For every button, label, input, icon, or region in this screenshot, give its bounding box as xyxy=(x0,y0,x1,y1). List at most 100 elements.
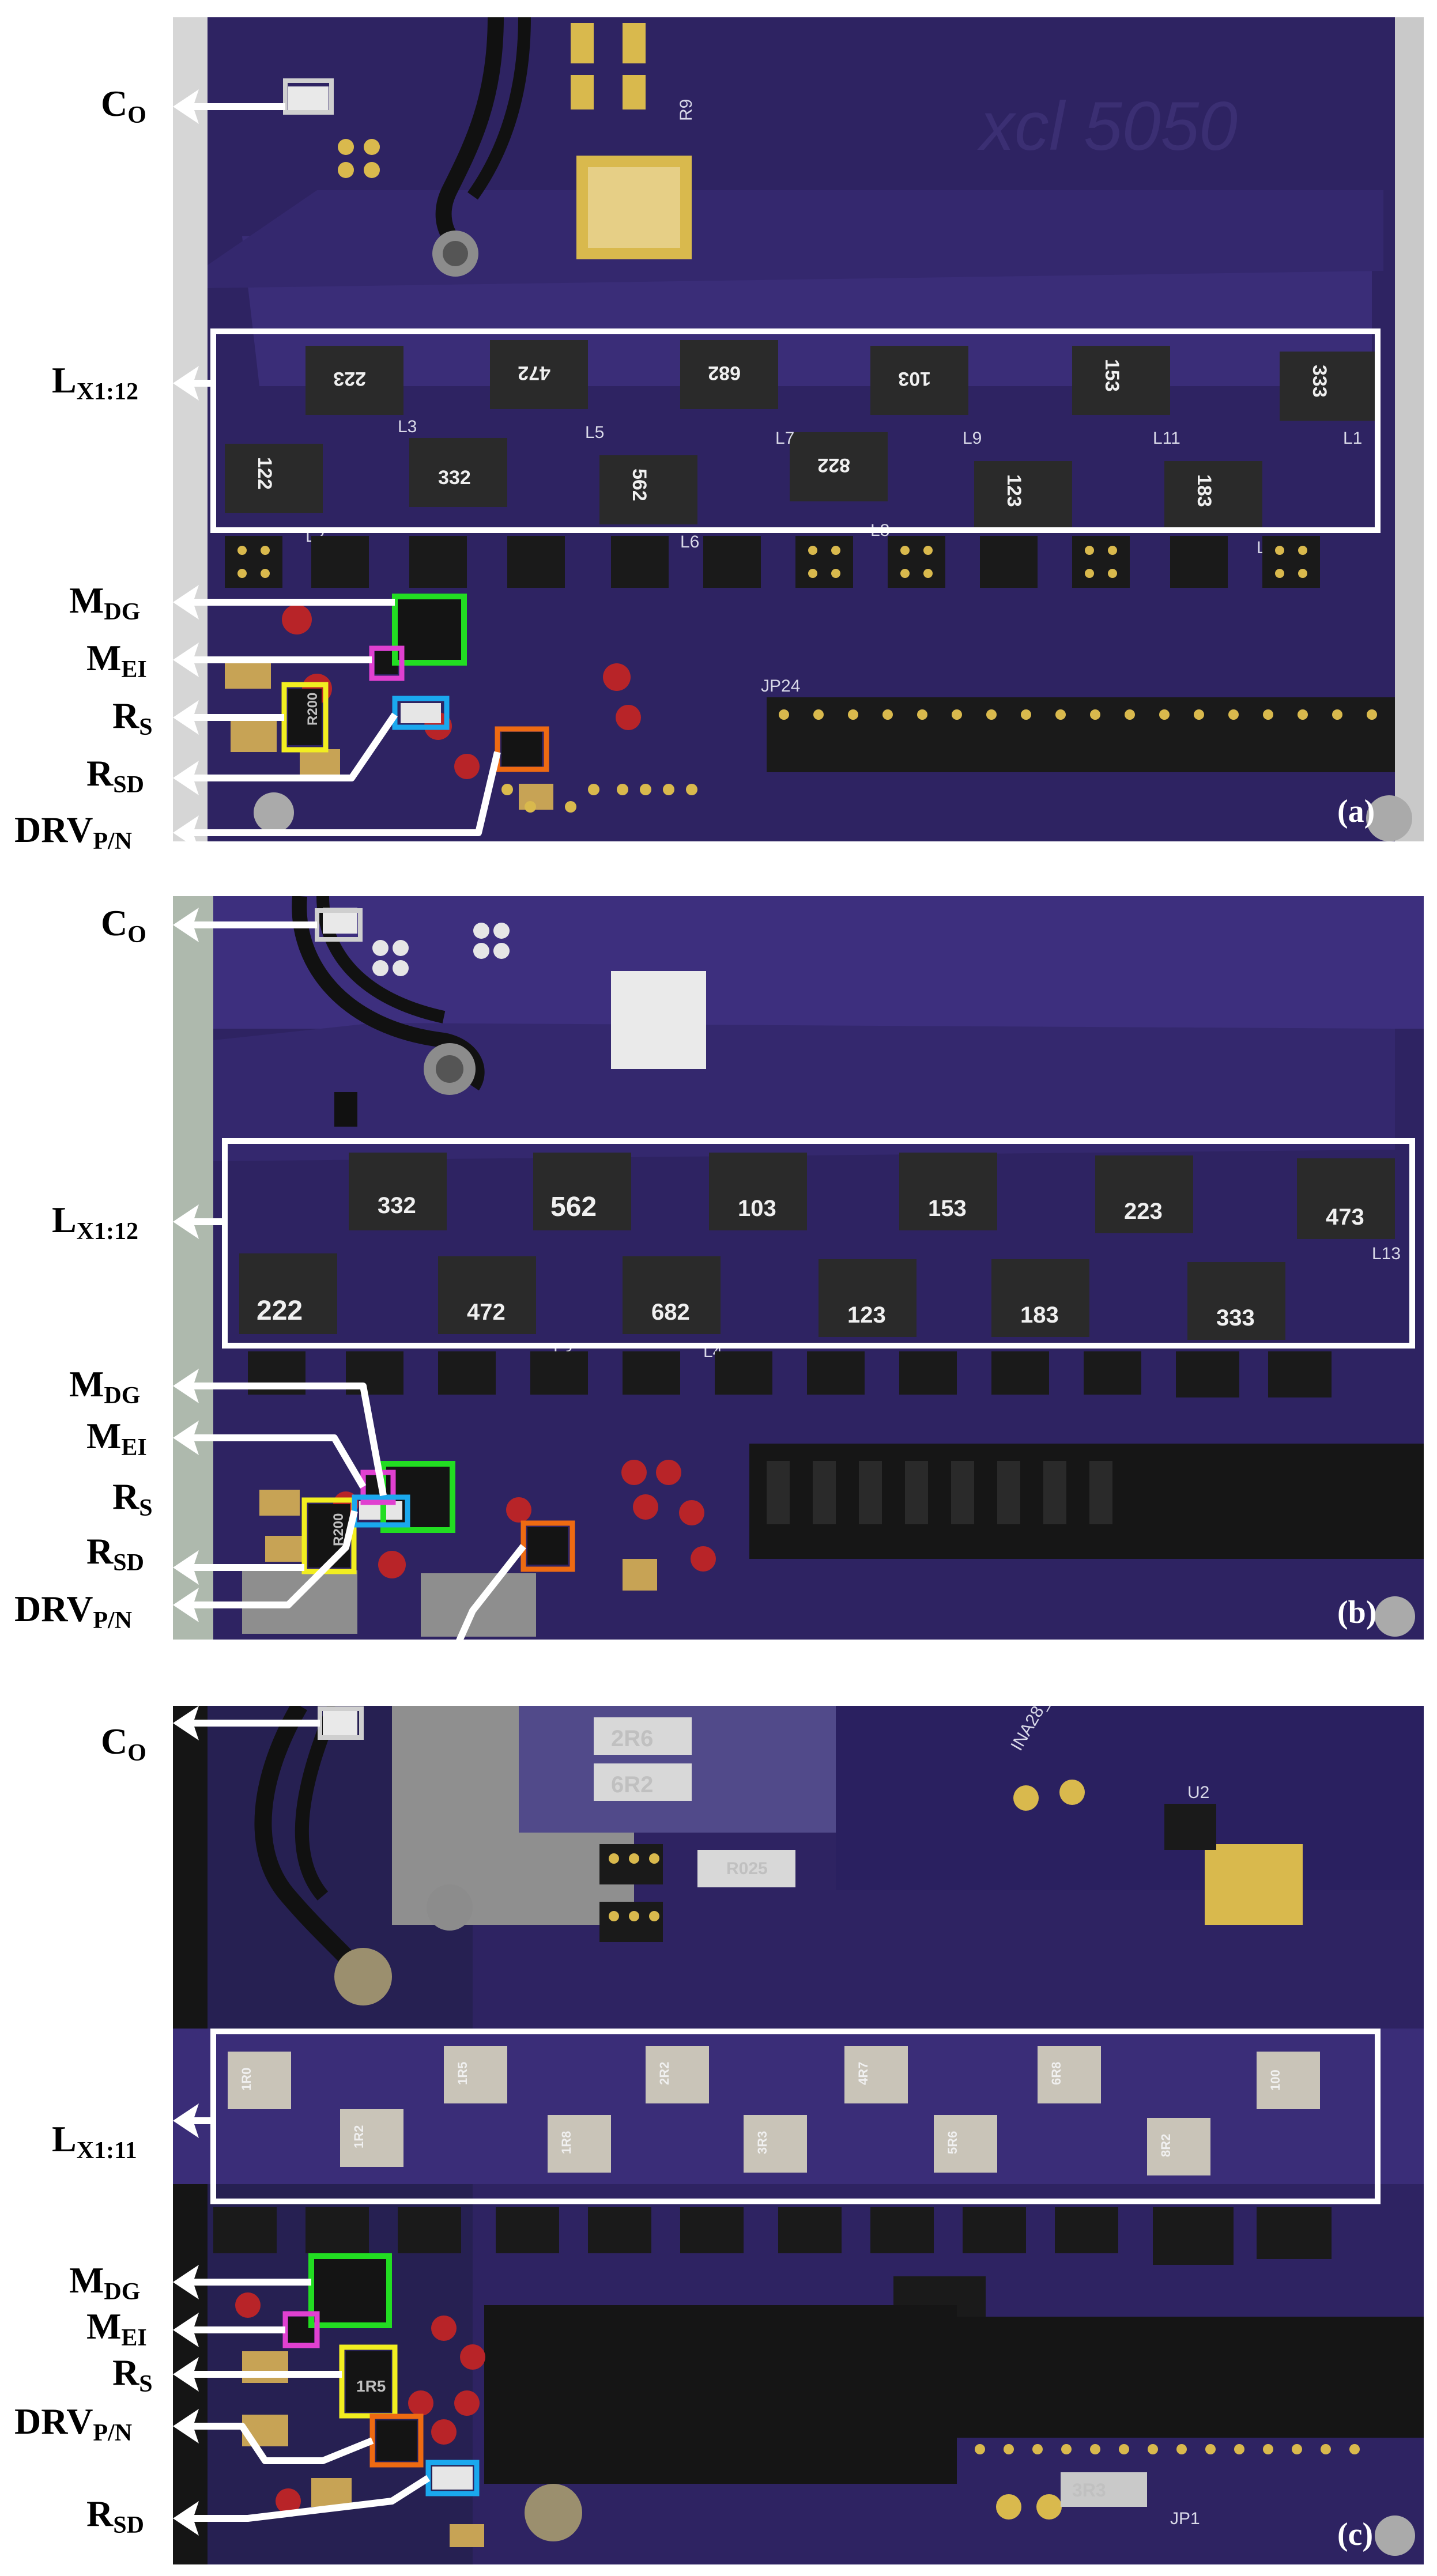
svg-text:JP1: JP1 xyxy=(1170,2509,1200,2528)
drv-box-a xyxy=(495,726,549,772)
mdg-box-a xyxy=(392,594,467,666)
lx-box-a xyxy=(210,328,1381,533)
marking-bottom-c: 3R3 xyxy=(1072,2480,1106,2501)
label-mdg-a: MDG xyxy=(69,580,141,625)
label-rs-c: RS xyxy=(112,2352,153,2397)
arrows-c xyxy=(173,1706,431,2536)
label-mei-c: MEI xyxy=(86,2306,147,2351)
svg-text:1R5: 1R5 xyxy=(455,2062,470,2085)
inductor-row-top-b xyxy=(349,1153,1395,1239)
svg-text:562: 562 xyxy=(628,469,650,501)
svg-text:100: 100 xyxy=(1268,2069,1283,2091)
svg-text:6R8: 6R8 xyxy=(1049,2062,1063,2085)
inductor-codes-a: 223 472 682 103 153 333 122 332 562 822 … xyxy=(254,359,1330,507)
svg-text:L7: L7 xyxy=(775,429,794,448)
svg-text:153: 153 xyxy=(928,1196,967,1221)
svg-text:822: 822 xyxy=(817,454,850,476)
svg-text:1R8: 1R8 xyxy=(559,2131,574,2154)
svg-text:332: 332 xyxy=(378,1193,416,1218)
svg-text:L6: L6 xyxy=(680,532,699,552)
svg-text:1R0: 1R0 xyxy=(239,2068,254,2091)
svg-text:R025: R025 xyxy=(726,1859,768,1878)
co-box-a xyxy=(283,78,334,115)
svg-text:562: 562 xyxy=(550,1192,597,1222)
inductor-row-bottom-a xyxy=(225,432,1262,530)
pcb-photo-c: 2R6 6R2 R025 INA28_A1 U2 JP1 xyxy=(173,1706,1424,2564)
svg-text:123: 123 xyxy=(1003,474,1025,507)
inductor-row-bottom-b xyxy=(239,1253,1285,1340)
svg-text:333: 333 xyxy=(1216,1305,1255,1331)
svg-text:473: 473 xyxy=(1326,1204,1364,1230)
svg-text:2R2: 2R2 xyxy=(657,2062,672,2085)
label-rsd-a: RSD xyxy=(86,753,144,798)
svg-text:4R7: 4R7 xyxy=(856,2062,870,2085)
marking-c: 1R5 xyxy=(356,2377,386,2395)
label-rs-a: RS xyxy=(112,695,153,741)
svg-text:R9: R9 xyxy=(677,99,696,121)
svg-text:8R2: 8R2 xyxy=(1159,2134,1173,2157)
label-drv-a: DRVP/N xyxy=(14,809,133,855)
label-rsd-c: RSD xyxy=(86,2493,144,2539)
marking-b: R200 xyxy=(331,1513,346,1546)
svg-text:682: 682 xyxy=(651,1300,690,1325)
svg-text:332: 332 xyxy=(438,467,471,489)
svg-text:103: 103 xyxy=(898,368,931,390)
svg-text:L5: L5 xyxy=(585,423,604,442)
svg-text:L13: L13 xyxy=(1372,1244,1401,1263)
svg-text:6R2: 6R2 xyxy=(611,1772,653,1797)
label-rsd-b: RSD xyxy=(86,1531,144,1576)
svg-text:1R2: 1R2 xyxy=(352,2125,366,2148)
label-co-a: CO xyxy=(101,83,146,129)
svg-text:122: 122 xyxy=(254,457,276,490)
panel-tag-c: (c) xyxy=(1337,2517,1374,2552)
photo-panel-a: R9 xcl 5050 223 472 xyxy=(173,17,1424,841)
svg-text:L1: L1 xyxy=(1343,429,1362,448)
svg-text:3R3: 3R3 xyxy=(755,2131,770,2154)
label-co-b: CO xyxy=(101,902,146,948)
svg-text:L9: L9 xyxy=(963,429,982,448)
label-rs-b: RS xyxy=(112,1476,153,1521)
panel-tag-b: (b) xyxy=(1337,1595,1377,1630)
lx-box-c xyxy=(210,2029,1381,2204)
label-mei-a: MEI xyxy=(86,637,147,683)
svg-text:223: 223 xyxy=(333,368,366,390)
svg-text:333: 333 xyxy=(1308,365,1330,398)
svg-text:472: 472 xyxy=(518,362,550,384)
photo-panel-b: 332 562 103 153 223 473 222 472 682 123 … xyxy=(173,896,1424,1640)
lx-box-b xyxy=(222,1138,1415,1349)
pcb-photo-b: 332 562 103 153 223 473 222 472 682 123 … xyxy=(173,896,1424,1640)
svg-text:2R6: 2R6 xyxy=(611,1726,653,1751)
label-lx-a: LX1:12 xyxy=(52,360,139,405)
label-mei-b: MEI xyxy=(86,1415,147,1461)
svg-text:183: 183 xyxy=(1020,1302,1059,1328)
inductor-codes-c: 1R0 1R5 2R2 4R7 6R8 100 1R2 1R8 3R3 5R6 … xyxy=(239,2062,1283,2157)
mdg-box-c xyxy=(308,2253,392,2328)
rsd-box-a xyxy=(392,696,450,730)
marking-a: R200 xyxy=(305,693,320,726)
label-drv-c: DRVP/N xyxy=(14,2401,133,2446)
arrows-a xyxy=(173,89,501,847)
svg-text:222: 222 xyxy=(257,1295,303,1326)
svg-text:682: 682 xyxy=(708,362,741,384)
svg-text:L11: L11 xyxy=(1153,429,1180,448)
svg-text:L3: L3 xyxy=(398,417,417,436)
pcb-photo-a: R9 xcl 5050 223 472 xyxy=(173,17,1424,841)
label-lx-c: LX1:11 xyxy=(52,2118,137,2164)
label-lx-b: LX1:12 xyxy=(52,1199,139,1245)
svg-text:103: 103 xyxy=(738,1196,776,1221)
label-mdg-b: MDG xyxy=(69,1363,141,1409)
resistors-top-c: 2R6 6R2 R025 xyxy=(594,1717,795,1887)
label-drv-b: DRVP/N xyxy=(14,1588,133,1634)
svg-text:153: 153 xyxy=(1101,359,1123,392)
arrows-b xyxy=(173,908,526,1680)
svg-text:JP24: JP24 xyxy=(761,677,800,696)
inductor-codes-b: 332 562 103 153 223 473 222 472 682 123 … xyxy=(257,1192,1364,1331)
photo-panel-c: 2R6 6R2 R025 INA28_A1 U2 JP1 xyxy=(173,1706,1424,2564)
svg-text:183: 183 xyxy=(1193,474,1215,507)
inductor-row-top-c xyxy=(228,2046,1320,2109)
svg-text:U2: U2 xyxy=(1187,1783,1209,1802)
panel-tag-a: (a) xyxy=(1337,794,1375,829)
svg-text:5R6: 5R6 xyxy=(945,2131,960,2154)
inductor-row-bottom-c xyxy=(340,2109,1210,2175)
label-mdg-c: MDG xyxy=(69,2260,141,2305)
